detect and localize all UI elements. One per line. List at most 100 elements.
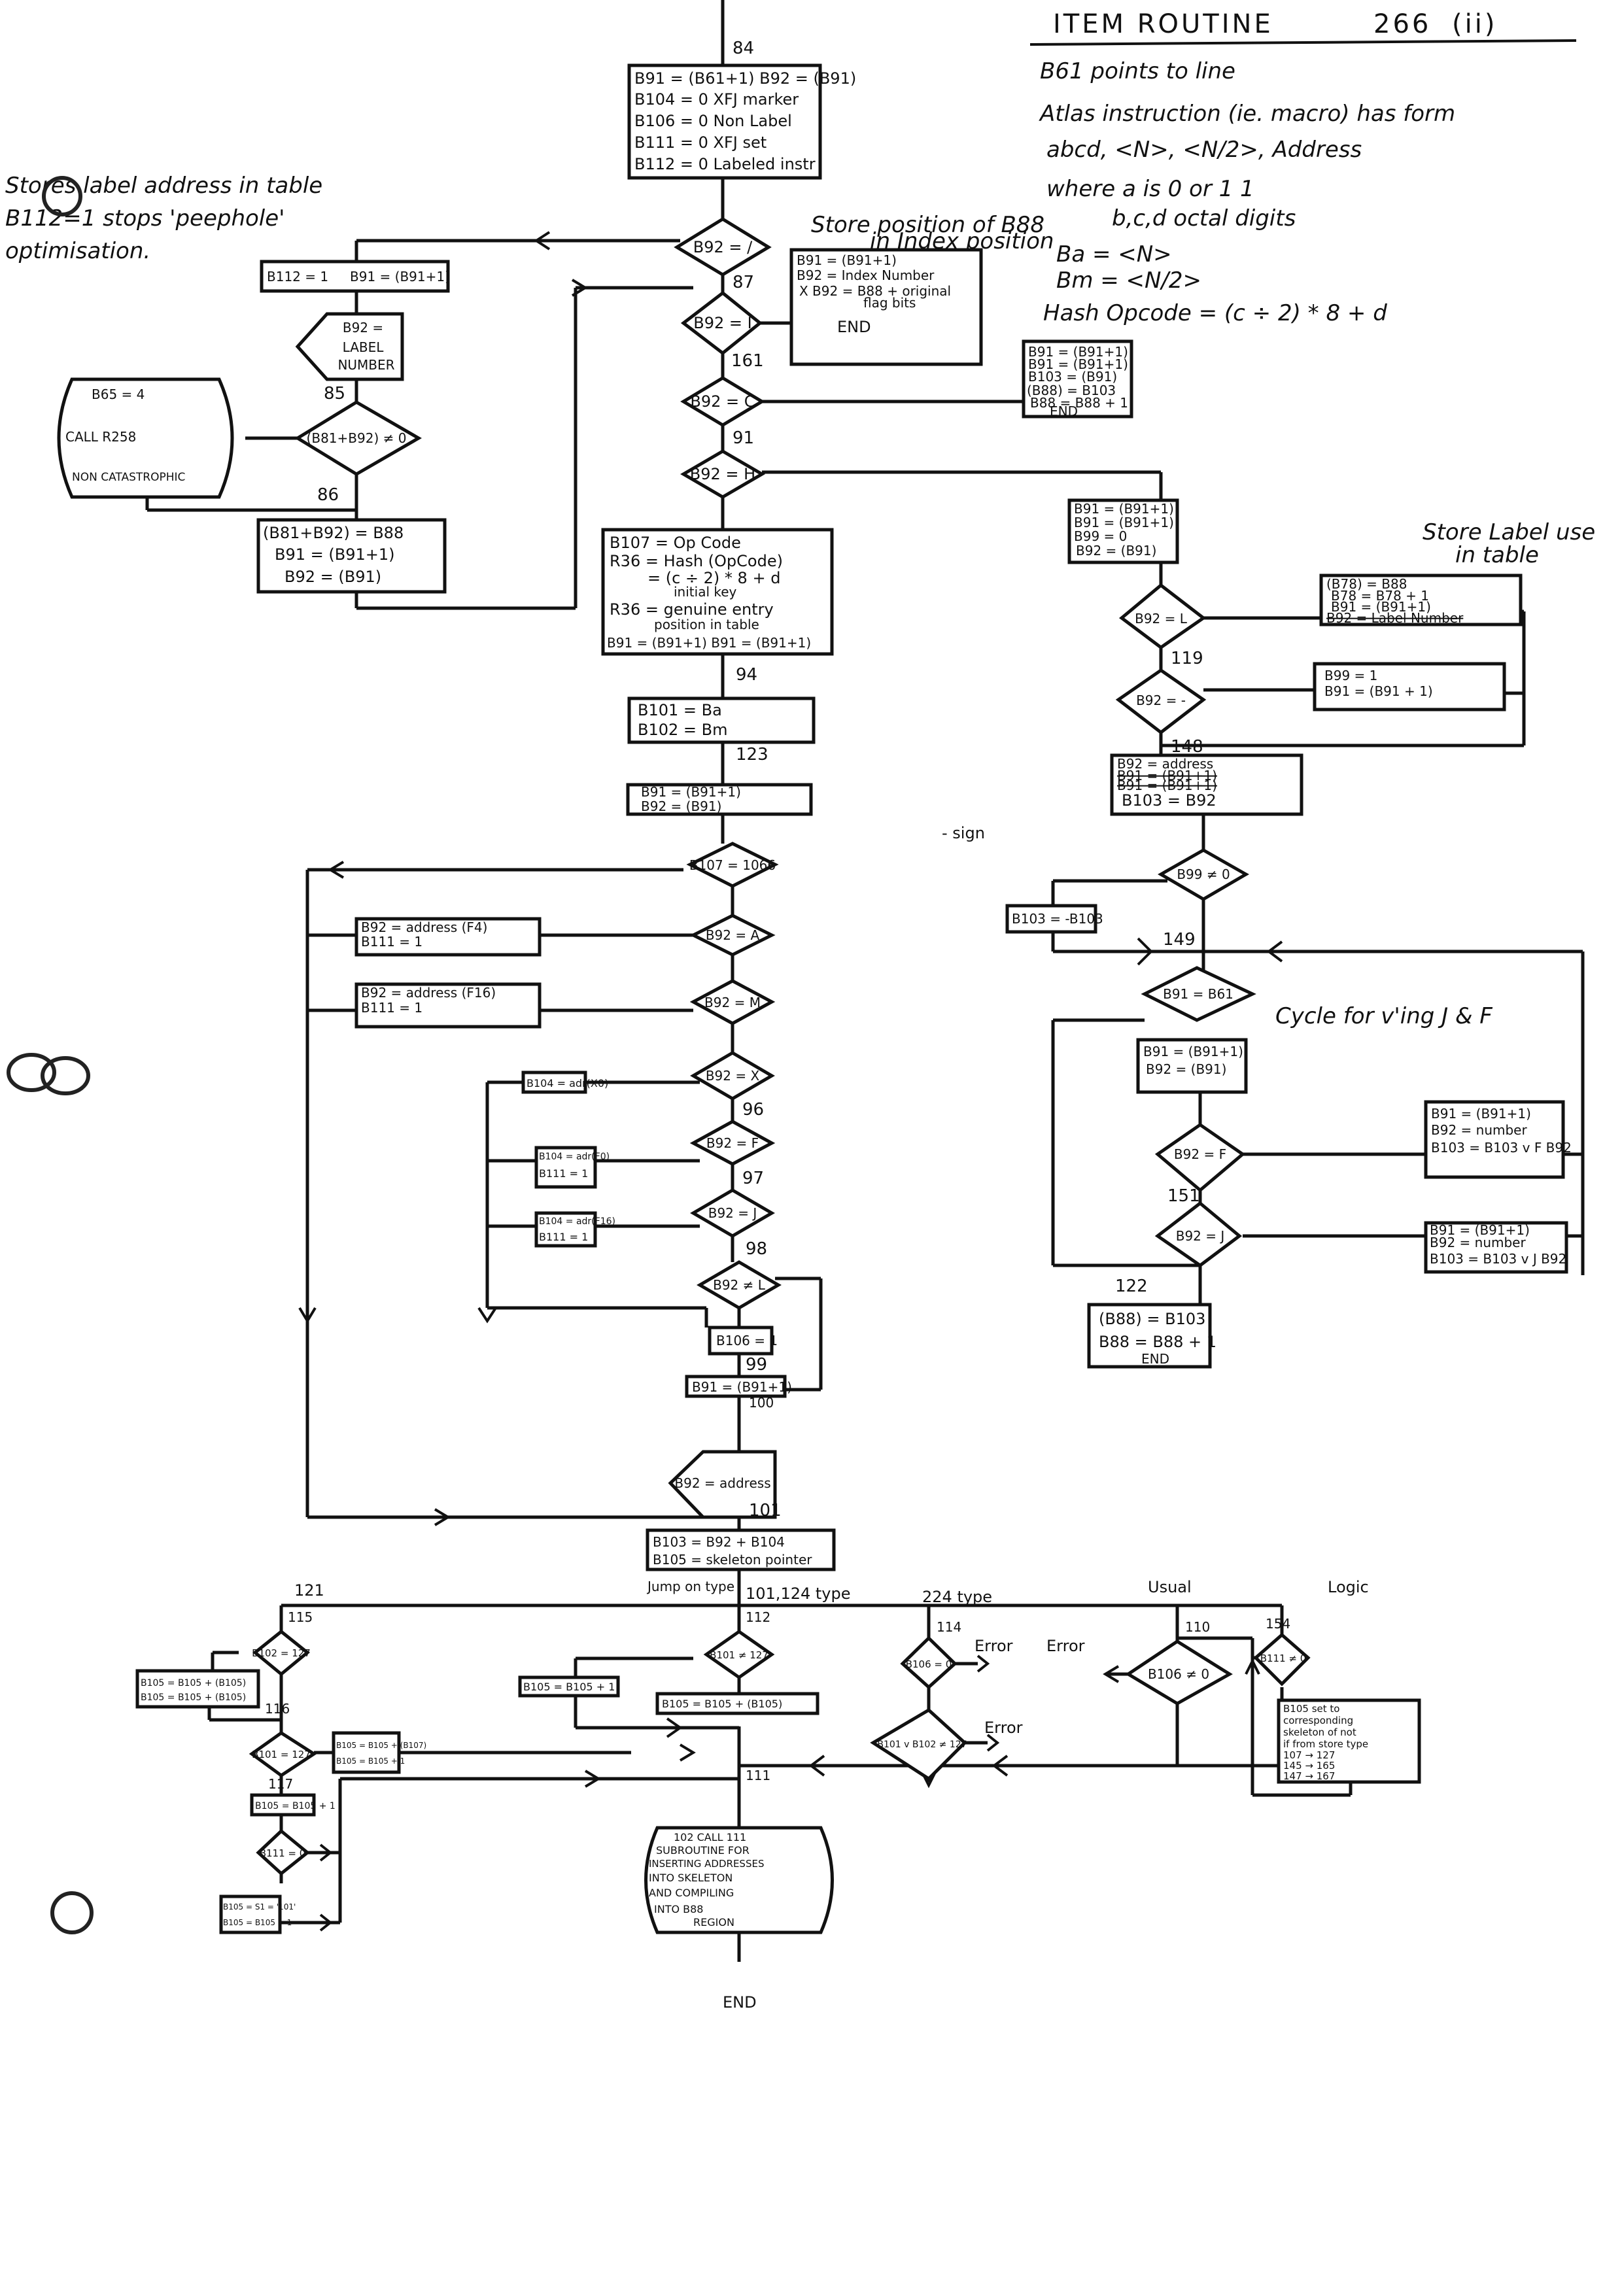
decision-text: B106 = 0	[906, 1658, 952, 1670]
connector-label: 91	[733, 428, 754, 448]
store-label-use-note: Store Label use	[1423, 519, 1595, 545]
box-line: B105 = B105 + (B107)	[336, 1741, 426, 1750]
connector-label: 122	[1115, 1277, 1148, 1296]
decision-b101-127: B101 = 127	[249, 1730, 317, 1778]
decision-text: (B81+B92) ≠ 0	[307, 430, 407, 446]
box-line: B105 = B105 + 1	[336, 1756, 405, 1766]
box-line: B91 = (B91+1)	[641, 784, 741, 800]
note-line: Ba = <N>	[1056, 241, 1172, 267]
connector-label: 116	[265, 1701, 290, 1717]
decision-b102-127: B102 = 127	[252, 1629, 311, 1677]
box-line: B92 = number	[1431, 1122, 1527, 1138]
box-line: B91 = (B91+1)	[797, 252, 897, 268]
arrow-down-icon	[298, 1307, 317, 1324]
box-line: B91 = (B91+1)	[1028, 344, 1128, 360]
decision-text: B99 ≠ 0	[1177, 866, 1230, 882]
box-line-struck: B91 = (B91+1)	[1117, 768, 1217, 783]
box-line: B91 = (B91 + 1)	[1324, 683, 1433, 699]
box-line: B91 = (B91+1)	[1431, 1106, 1531, 1122]
decision-right-minus: B92 = -	[1115, 668, 1207, 735]
decision-text: B92 = X	[706, 1068, 760, 1084]
decision-text: B92 = F	[706, 1135, 759, 1151]
box-b105-add112: B105 = B105 + (B105)	[655, 1692, 820, 1715]
note-line: Hash Opcode = (c ÷ 2) * 8 + d	[1043, 300, 1387, 326]
box-line: R36 = genuine entry	[610, 600, 774, 619]
note-line: where a is 0 or 1 1	[1046, 176, 1254, 202]
box-line: initial key	[674, 584, 737, 600]
end-label: END	[723, 1993, 757, 2012]
note-line: Atlas instruction (ie. macro) has form	[1039, 101, 1455, 127]
page-header: ITEM ROUTINE 266 (ii)	[1029, 9, 1577, 46]
minus-sign-note: - sign	[942, 824, 985, 842]
connector-label: 96	[742, 1100, 764, 1120]
punch-hole-icon	[7, 1053, 56, 1092]
box-f: B91 = (B91+1) B92 = number B103 = B103 v…	[1424, 1100, 1572, 1179]
decision-text: B101 ≠ 127	[710, 1649, 768, 1661]
store-position-note: Store position of B88	[811, 212, 1044, 238]
decision-X: B92 = X	[690, 1051, 775, 1101]
arrow-right-icon	[571, 279, 588, 297]
decision-text: B92 = -	[1136, 693, 1186, 708]
box-line: B88 = B88 + 1	[1099, 1333, 1216, 1351]
arrow-left-icon	[1103, 1665, 1120, 1683]
box-addr-f16: B92 = address (F16) B111 = 1	[354, 982, 542, 1029]
notes-top-left: Stores label address in table B112=1 sto…	[5, 173, 322, 264]
decision-I: B92 = I	[680, 290, 763, 356]
box-store-b88: (B81+B92) = B88 B91 = (B91+1) B92 = (B91…	[256, 518, 447, 594]
note-line: B61 points to line	[1040, 58, 1235, 84]
box-line: 107 → 127	[1283, 1749, 1335, 1761]
box-line: B91 = (B91+1)	[350, 269, 450, 284]
box-line: B111 = 1	[361, 934, 423, 950]
decision-text: B92 = J	[1176, 1228, 1225, 1244]
note-line: optimisation.	[5, 238, 150, 264]
box-line: (B88) = B103	[1027, 383, 1116, 398]
connector-label: 123	[736, 745, 768, 764]
box-step: B91 = (B91+1) B92 = (B91)	[626, 783, 813, 816]
decision-A: B92 = A	[689, 914, 776, 957]
box-line: B105 = B105 + 1	[523, 1681, 615, 1693]
terminal-call-r258: B65 = 4 CALL R258 NON CATASTROPHIC	[57, 377, 234, 499]
decision-text: B92 = L	[1135, 611, 1188, 626]
box-addr-f4: B92 = address (F4) B111 = 1	[354, 917, 542, 957]
decision-text: B92 = F	[1174, 1146, 1226, 1162]
box-j: B91 = (B91+1) B92 = number B103 = B103 v…	[1424, 1221, 1568, 1274]
box-line: B91 = (B91+1)	[275, 545, 394, 564]
decision-M: B92 = M	[689, 979, 776, 1025]
box-line: NON CATASTROPHIC	[72, 471, 185, 484]
arrow-left-icon	[534, 231, 551, 250]
box-line: B104 = adr(F16)	[539, 1216, 615, 1227]
box-line: B111 = 0 XFJ set	[634, 133, 767, 152]
punch-hole-icon	[50, 1891, 94, 1934]
branch-label-usual: Usual	[1148, 1578, 1192, 1596]
box-line: B91 = (B91+1)	[1143, 1044, 1243, 1059]
decision-text: B92 ≠ L	[713, 1277, 766, 1293]
connector-label: 100	[749, 1395, 774, 1411]
box-line: B91 = (B91+1)	[1028, 356, 1128, 372]
header-underline	[1029, 39, 1577, 46]
box-line: B92 = (B91)	[1076, 543, 1156, 558]
box-h: B91 = (B91+1) B91 = (B91+1) B99 = 0 B92 …	[1067, 498, 1179, 564]
box-line: B99 = 1	[1324, 668, 1377, 683]
arrow-left-icon	[328, 861, 345, 879]
box-skeleton: B103 = B92 + B104 B105 = skeleton pointe…	[646, 1528, 836, 1571]
arrow-right-icon	[1137, 937, 1153, 966]
box-line: AND COMPILING	[649, 1887, 734, 1899]
box-line: if from store type	[1283, 1738, 1368, 1750]
note-line: Stores label address in table	[5, 173, 322, 199]
connector-label: 149	[1163, 930, 1196, 950]
decision-not-L: B92 ≠ L	[697, 1260, 782, 1310]
decision-text: B111 ≠ 0	[1260, 1653, 1307, 1664]
box-line: B92 = address	[1117, 756, 1213, 772]
box-line: (B81+B92) = B88	[263, 524, 404, 542]
branch-label-224: 224 type	[922, 1588, 992, 1606]
box-b106: B106 = 1	[708, 1326, 778, 1356]
connector-label: 101	[749, 1501, 782, 1520]
box-line: B111 = 1	[539, 1167, 588, 1180]
box-line: B103 = B103 v F B92	[1431, 1140, 1572, 1156]
box-line-struck: B91 = (B91+1)	[1117, 778, 1217, 793]
decision-b101-b102: B101 v B102 ≠ 127	[870, 1707, 967, 1781]
box-minus: B99 = 1 B91 = (B91 + 1)	[1313, 662, 1506, 711]
branch-label-121: 121	[294, 1581, 324, 1600]
box-line: (B88) = B103	[1099, 1310, 1205, 1328]
box-b105-double: B105 = B105 + (B105) B105 = B105 + (B105…	[135, 1669, 260, 1709]
